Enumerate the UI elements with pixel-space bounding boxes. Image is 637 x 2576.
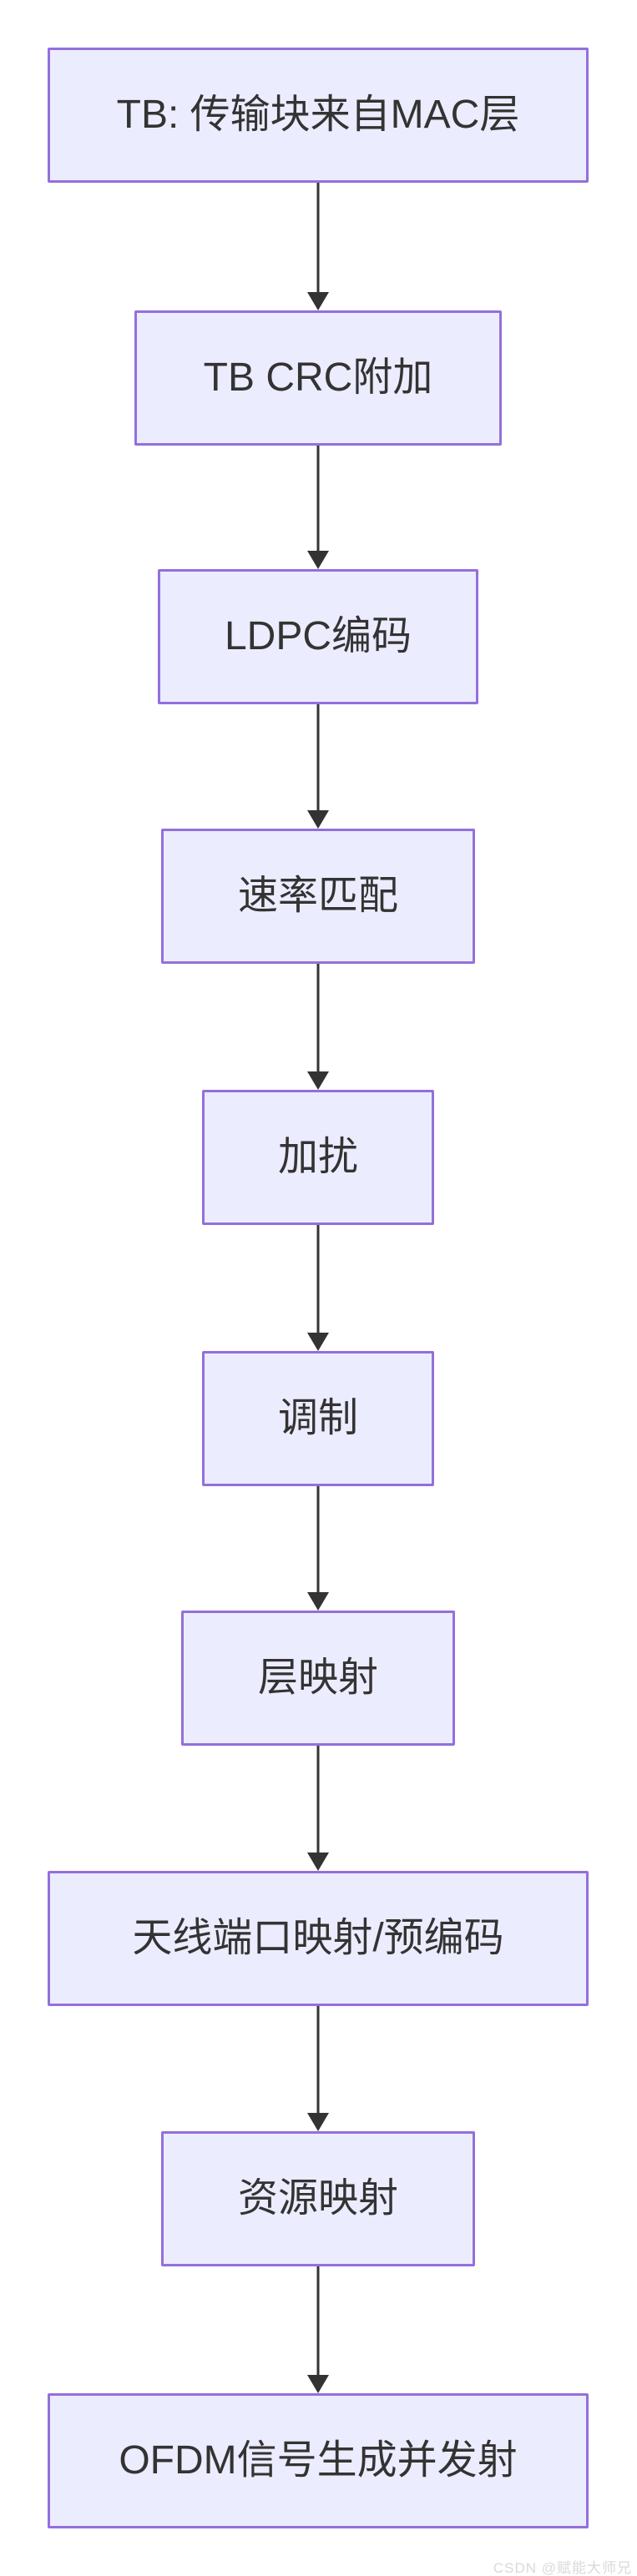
arrow-line bbox=[316, 1746, 320, 1856]
node-label: 层映射 bbox=[257, 1656, 378, 1701]
flow-arrow-3 bbox=[306, 704, 330, 829]
node-tb-crc-attach: TB CRC附加 bbox=[134, 310, 502, 446]
flow-arrow-7 bbox=[306, 1746, 330, 1871]
flow-arrow-1 bbox=[306, 183, 330, 310]
node-label: 加扰 bbox=[277, 1135, 358, 1180]
node-ofdm-signal-generation: OFDM信号生成并发射 bbox=[48, 2393, 589, 2528]
arrow-line bbox=[316, 1225, 320, 1336]
csdn-watermark: CSDN @赋能大师兄 bbox=[493, 2560, 632, 2576]
node-resource-mapping: 资源映射 bbox=[161, 2131, 475, 2266]
node-modulation: 调制 bbox=[202, 1351, 434, 1486]
flow-arrow-9 bbox=[306, 2266, 330, 2393]
arrowhead-down-icon bbox=[307, 551, 329, 569]
node-antenna-port-mapping-precoding: 天线端口映射/预编码 bbox=[48, 1871, 589, 2006]
node-layer-mapping: 层映射 bbox=[181, 1611, 455, 1746]
node-tb-from-mac: TB: 传输块来自MAC层 bbox=[48, 48, 589, 183]
arrow-line bbox=[316, 2266, 320, 2378]
arrow-line bbox=[316, 1486, 320, 1596]
node-ldpc-encoding: LDPC编码 bbox=[158, 569, 478, 704]
node-label: LDPC编码 bbox=[224, 614, 412, 659]
arrowhead-down-icon bbox=[307, 292, 329, 310]
flow-arrow-6 bbox=[306, 1486, 330, 1611]
flow-arrow-4 bbox=[306, 964, 330, 1090]
arrow-line bbox=[316, 964, 320, 1075]
node-label: 调制 bbox=[277, 1396, 358, 1441]
flow-arrow-2 bbox=[306, 446, 330, 569]
node-label: 天线端口映射/预编码 bbox=[132, 1916, 504, 1961]
arrow-line bbox=[316, 2006, 320, 2116]
arrowhead-down-icon bbox=[307, 1853, 329, 1871]
flow-arrow-5 bbox=[306, 1225, 330, 1351]
node-label: TB CRC附加 bbox=[203, 355, 433, 401]
node-scrambling: 加扰 bbox=[202, 1090, 434, 1225]
flow-arrow-8 bbox=[306, 2006, 330, 2131]
node-label: OFDM信号生成并发射 bbox=[119, 2438, 518, 2483]
arrow-line bbox=[316, 446, 320, 554]
arrowhead-down-icon bbox=[307, 2375, 329, 2393]
arrowhead-down-icon bbox=[307, 810, 329, 829]
node-label: TB: 传输块来自MAC层 bbox=[116, 93, 520, 138]
node-rate-matching: 速率匹配 bbox=[161, 829, 475, 964]
node-label: 资源映射 bbox=[237, 2176, 398, 2221]
arrow-line bbox=[316, 704, 320, 814]
arrowhead-down-icon bbox=[307, 1592, 329, 1611]
arrowhead-down-icon bbox=[307, 1071, 329, 1090]
arrowhead-down-icon bbox=[307, 2113, 329, 2131]
node-label: 速率匹配 bbox=[237, 874, 398, 919]
arrow-line bbox=[316, 183, 320, 295]
arrowhead-down-icon bbox=[307, 1333, 329, 1351]
